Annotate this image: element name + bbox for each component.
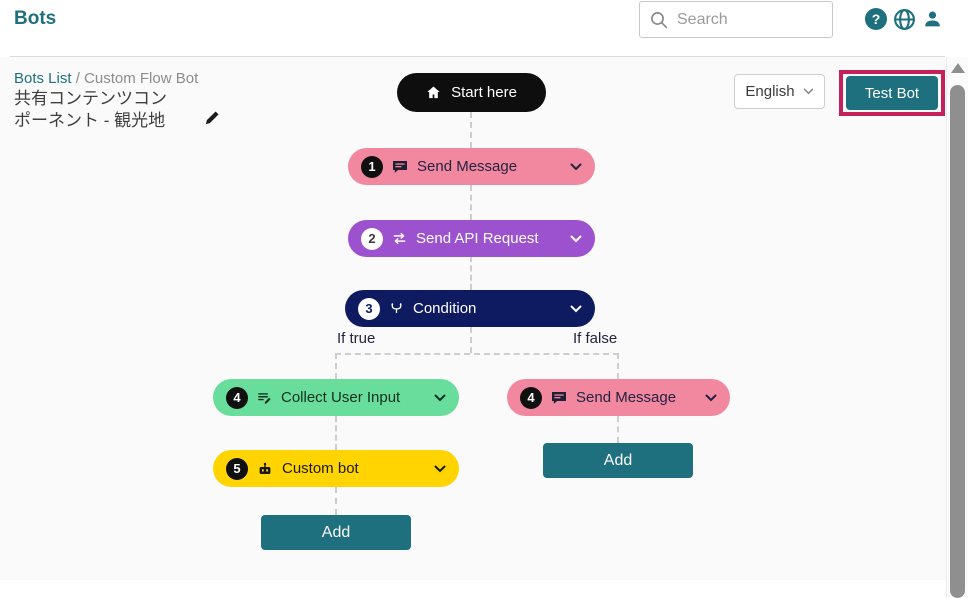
condition-branch-icon (389, 301, 404, 316)
connector-branch-true (335, 353, 337, 379)
connector-4-to-5 (335, 416, 337, 450)
add-node-button-false-branch[interactable]: Add (543, 443, 693, 478)
breadcrumb-current: Custom Flow Bot (84, 70, 199, 87)
connector-1-to-2 (470, 185, 472, 220)
chevron-down-icon (434, 465, 446, 473)
pencil-icon (204, 109, 221, 126)
chevron-down-icon (570, 305, 582, 313)
node-number-badge: 4 (520, 386, 542, 409)
question-mark-icon: ? (871, 11, 881, 27)
language-dropdown-value: English (745, 83, 795, 100)
search-box[interactable] (639, 1, 833, 38)
page-title: Bots (14, 8, 57, 29)
robot-icon (257, 461, 273, 477)
branch-if-true-label: If true (337, 330, 376, 347)
node-label: Condition (413, 300, 477, 317)
account-button[interactable] (920, 7, 944, 31)
bot-name-line2: ポーネント - 観光地 (14, 111, 166, 130)
test-bot-highlight-annotation: Test Bot (839, 70, 945, 116)
bot-flow-canvas: Bots List / Custom Flow Bot 共有コンテンツコン ポー… (0, 57, 946, 580)
home-icon (426, 85, 441, 100)
person-icon (922, 9, 943, 30)
node-number-badge: 4 (226, 386, 248, 409)
branch-if-false-label: If false (573, 330, 618, 347)
chevron-down-icon (803, 88, 814, 95)
bot-name-line1: 共有コンテンツコン (14, 89, 167, 108)
connector-2-to-3 (470, 256, 472, 290)
flow-node-1-send-message[interactable]: 1 Send Message (348, 148, 595, 185)
node-label: Send Message (417, 158, 518, 175)
language-dropdown[interactable]: English (734, 74, 825, 109)
connector-3-to-branch (470, 327, 472, 353)
chevron-down-icon (570, 163, 582, 171)
top-bar: Bots ? (0, 0, 972, 57)
connector-branch-horizontal (335, 353, 619, 355)
node-label: Custom bot (282, 460, 359, 477)
test-bot-button[interactable]: Test Bot (846, 76, 938, 110)
flow-node-3-condition[interactable]: 3 Condition (345, 290, 595, 327)
breadcrumb: Bots List / Custom Flow Bot (14, 70, 198, 87)
vertical-scrollbar[interactable] (946, 57, 968, 598)
chevron-down-icon (570, 235, 582, 243)
chevron-down-icon (434, 394, 446, 402)
connector-start-to-1 (470, 112, 472, 148)
search-input[interactable] (677, 10, 817, 29)
flow-node-2-send-api-request[interactable]: 2 Send API Request (348, 220, 595, 257)
bot-name-title: 共有コンテンツコン ポーネント - 観光地 (14, 88, 199, 132)
globe-icon (893, 8, 916, 31)
flow-node-4-collect-user-input[interactable]: 4 Collect User Input (213, 379, 459, 416)
connector-4f-to-add (617, 416, 619, 443)
start-here-node[interactable]: Start here (397, 73, 546, 112)
node-label: Collect User Input (281, 389, 401, 406)
connector-branch-false (617, 353, 619, 379)
chat-message-icon (392, 159, 408, 175)
node-number-badge: 3 (358, 297, 380, 320)
flow-node-5-custom-bot[interactable]: 5 Custom bot (213, 450, 459, 487)
api-arrows-icon (392, 231, 407, 246)
node-label: Send API Request (416, 230, 539, 247)
breadcrumb-separator: / (75, 70, 85, 87)
chat-message-icon (551, 390, 567, 406)
help-button[interactable]: ? (865, 8, 887, 30)
collect-input-icon (257, 390, 272, 405)
edit-bot-name-button[interactable] (204, 109, 221, 126)
node-number-badge: 2 (361, 227, 383, 250)
search-icon (650, 11, 668, 29)
scrollbar-thumb[interactable] (950, 85, 965, 598)
start-here-label: Start here (451, 84, 517, 101)
node-label: Send Message (576, 389, 677, 406)
add-node-button-true-branch[interactable]: Add (261, 515, 411, 550)
node-number-badge: 5 (226, 457, 248, 480)
header-divider (10, 56, 945, 57)
flow-node-4-send-message-false[interactable]: 4 Send Message (507, 379, 730, 416)
chevron-down-icon (705, 394, 717, 402)
connector-5-to-add (335, 487, 337, 515)
scroll-up-arrow-icon[interactable] (951, 63, 965, 73)
language-globe-button[interactable] (892, 7, 916, 31)
node-number-badge: 1 (361, 155, 383, 178)
breadcrumb-bots-list-link[interactable]: Bots List (14, 70, 72, 87)
